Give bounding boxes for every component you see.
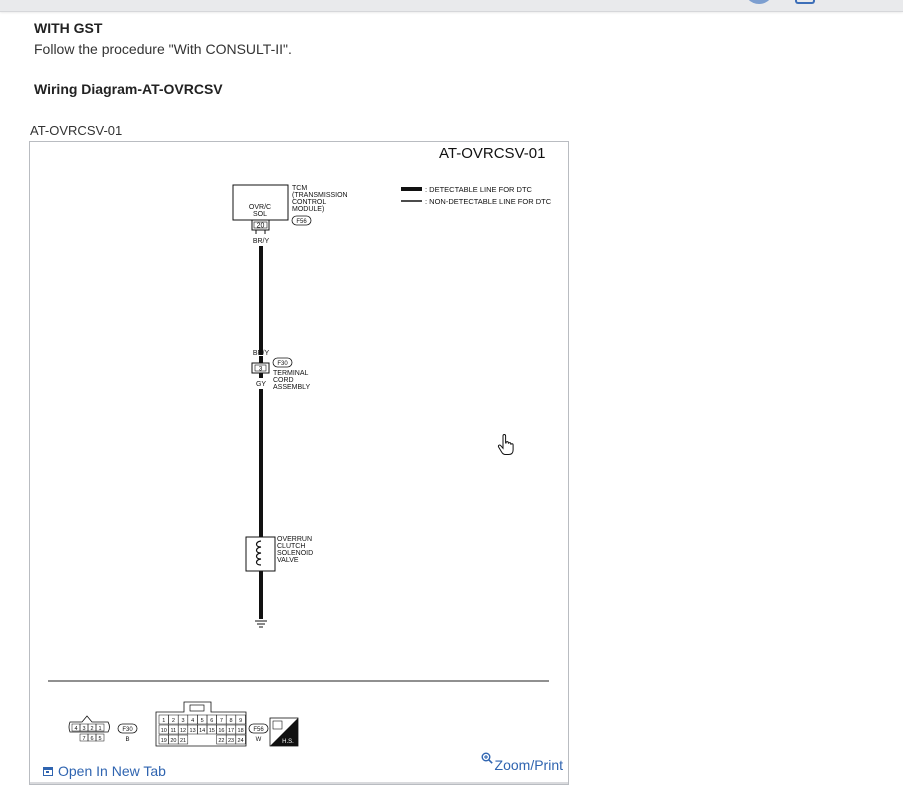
- ground-symbol: [255, 620, 267, 628]
- f56-pin-15: 15: [209, 728, 215, 734]
- f56-pin-20: 20: [170, 738, 176, 744]
- f56-pin-cell: [235, 724, 246, 735]
- f30-pin-1: 1: [98, 726, 101, 732]
- f30-pin-6: 6: [90, 736, 93, 742]
- f56-pin-cell: [177, 734, 189, 745]
- f30-pin-3: 3: [82, 726, 85, 732]
- f56-pin-23: 23: [228, 738, 234, 744]
- f30-connector-id: F30: [122, 727, 133, 733]
- f56-pin-9: 9: [239, 718, 242, 724]
- f56-pin-4: 4: [191, 718, 194, 724]
- f56-connector-id: F56: [253, 727, 264, 733]
- diagram-legend: : DETECTABLE LINE FOR DTC : NON-DETECTAB…: [401, 185, 552, 206]
- terminal-connector-id: F30: [277, 361, 288, 367]
- tcm-name-3: CONTROL: [292, 199, 326, 206]
- f56-pin-18: 18: [238, 728, 244, 734]
- f56-color: W: [256, 737, 262, 743]
- solenoid-name-4: VALVE: [277, 557, 299, 564]
- diagram-code: AT-OVRCSV-01: [439, 145, 545, 162]
- f30-color: B: [125, 737, 129, 743]
- document-search-icon[interactable]: [795, 0, 815, 4]
- top-toolbar: [0, 0, 903, 12]
- hs-badge-text: H.S.: [282, 739, 294, 745]
- f56-pin-16: 16: [218, 728, 224, 734]
- wire-color-top: BR/Y: [253, 238, 270, 245]
- terminal-cord-assembly: BR/Y 3 GY F30 TERMINAL CORD ASSEMBLY: [251, 350, 311, 391]
- tcm-pin: 20: [257, 223, 265, 230]
- f56-pin-14: 14: [199, 728, 205, 734]
- terminal-wire-out: GY: [256, 381, 266, 388]
- legend-detectable: : DETECTABLE LINE FOR DTC: [425, 185, 533, 194]
- f30-pin-5: 5: [98, 736, 101, 742]
- wiring-diagram-figure: AT-OVRCSV-01 : DETECTABLE LINE FOR DTC :…: [29, 141, 569, 785]
- solenoid-name-2: CLUTCH: [277, 543, 305, 550]
- f56-pin-21: 21: [180, 738, 186, 744]
- figure-caption: AT-OVRCSV-01: [30, 123, 123, 138]
- f56-pin-19: 19: [161, 738, 167, 744]
- f56-pin-2: 2: [172, 718, 175, 724]
- hand-pointer-cursor-icon: [497, 434, 514, 455]
- f56-pin-22: 22: [218, 738, 224, 744]
- connector-f30: 4 3 2 1 7 6 5 F30 B: [68, 715, 138, 743]
- terminal-pin: 3: [259, 366, 263, 373]
- f56-pin-8: 8: [229, 718, 232, 724]
- f56-pin-cell: [235, 734, 246, 745]
- f56-pin-cell: [235, 714, 246, 725]
- tcm-connector-id: F56: [296, 219, 307, 225]
- f56-pin-24: 24: [238, 738, 244, 744]
- tcm-name-4: MODULE): [292, 206, 324, 213]
- tcm-box-label-2: SOL: [253, 211, 267, 218]
- legend-non-detectable: : NON-DETECTABLE LINE FOR DTC: [425, 197, 552, 206]
- solenoid-name-3: SOLENOID: [277, 550, 313, 557]
- terminal-name-1: TERMINAL: [273, 370, 309, 377]
- hs-badge: H.S.: [269, 717, 299, 747]
- f30-pin-7: 7: [82, 736, 85, 742]
- tcm-block: OVR/C SOL 20 TCM (TRANSMISSION CONTROL M…: [232, 184, 348, 234]
- figure-bottom-edge: [30, 782, 568, 784]
- open-new-tab-icon: [43, 766, 53, 776]
- f56-pin-17: 17: [228, 728, 234, 734]
- f56-pin-12: 12: [180, 728, 186, 734]
- open-in-new-tab-label: Open In New Tab: [58, 763, 166, 779]
- terminal-wire-in: BR/Y: [253, 350, 270, 357]
- solenoid-name-1: OVERRUN: [277, 536, 312, 543]
- f56-pin-11: 11: [171, 728, 177, 734]
- tcm-box-label-1: OVR/C: [249, 204, 271, 211]
- f56-pin-5: 5: [201, 718, 204, 724]
- f56-pin-7: 7: [220, 718, 223, 724]
- terminal-name-2: CORD: [273, 377, 294, 384]
- f56-pin-10: 10: [161, 728, 167, 734]
- section-body-procedure: Follow the procedure "With CONSULT-II".: [34, 41, 292, 57]
- user-avatar-icon[interactable]: [744, 0, 774, 4]
- f30-pin-4: 4: [74, 726, 77, 732]
- zoom-in-icon: [481, 752, 493, 764]
- tcm-name-2: (TRANSMISSION: [292, 192, 348, 199]
- tcm-name-1: TCM: [292, 185, 307, 192]
- f56-pin-6: 6: [210, 718, 213, 724]
- terminal-name-3: ASSEMBLY: [273, 384, 311, 391]
- section-title-wiring-diagram: Wiring Diagram-AT-OVRCSV: [34, 81, 223, 97]
- wiring-diagram-image: AT-OVRCSV-01 : DETECTABLE LINE FOR DTC :…: [48, 145, 552, 747]
- overrun-clutch-solenoid-valve: OVERRUN CLUTCH SOLENOID VALVE: [245, 536, 313, 572]
- zoom-print-link[interactable]: Zoom/Print: [481, 752, 563, 773]
- zoom-print-label: Zoom/Print: [494, 757, 563, 773]
- f56-pin-1: 1: [162, 718, 165, 724]
- section-title-with-gst: WITH GST: [34, 20, 103, 36]
- f56-pin-3: 3: [181, 718, 184, 724]
- f30-pin-2: 2: [90, 726, 93, 732]
- f56-pin-13: 13: [190, 728, 196, 734]
- figure-footer: Open In New Tab Zoom/Print: [30, 752, 568, 784]
- open-in-new-tab-link[interactable]: Open In New Tab: [43, 763, 166, 779]
